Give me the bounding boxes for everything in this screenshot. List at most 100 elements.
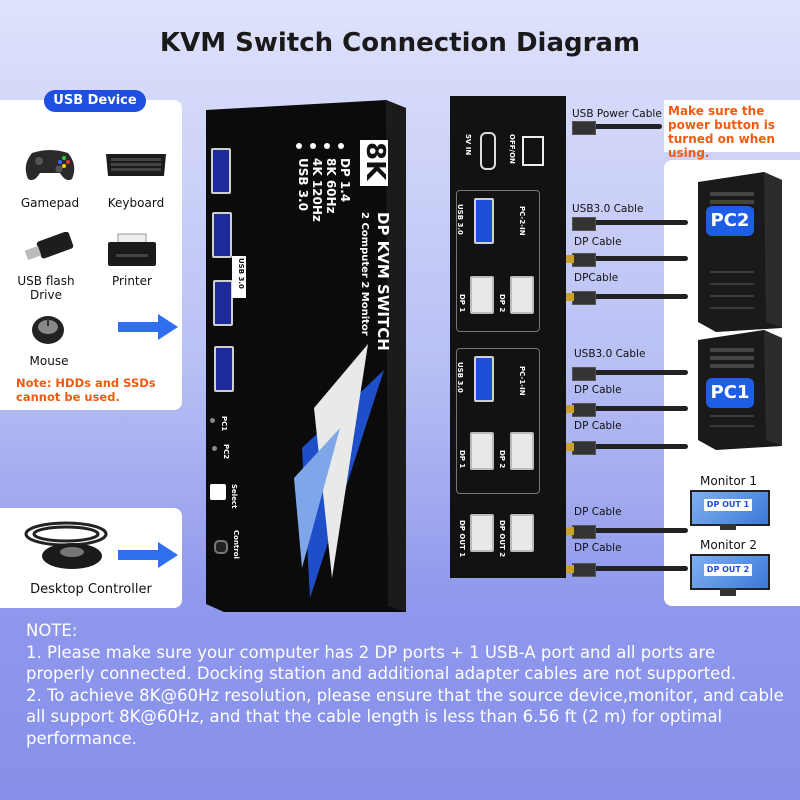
pc2-badge: PC2 xyxy=(706,206,754,236)
power-switch[interactable] xyxy=(522,136,544,166)
control-jack[interactable] xyxy=(214,540,228,554)
pc2-usb-cable xyxy=(592,220,688,225)
usb-warning-line1: Note: HDDs and SSDs xyxy=(16,376,156,390)
pc1-dp-cable-tip xyxy=(566,405,574,413)
pc2-usb-cable-label: USB3.0 Cable xyxy=(572,203,644,215)
usb-device-badge: USB Device xyxy=(44,90,146,112)
usb-flash-drive-icon xyxy=(24,232,74,261)
dp-out1-port[interactable] xyxy=(470,514,494,552)
pc1-dp1-label: DP 1 xyxy=(458,450,466,469)
pc1-usb-cable-plug xyxy=(572,367,596,381)
pc1-dp2-cable-plug xyxy=(572,441,596,455)
pc1-dp1-port[interactable] xyxy=(470,432,494,470)
monitor2-label: Monitor 2 xyxy=(700,538,758,552)
monitor2-cable xyxy=(592,566,688,571)
power-switch-label: OFF/ON xyxy=(508,134,516,164)
note-section: NOTE: 1. Please make sure your computer … xyxy=(26,620,786,749)
note-item-1: 1. Please make sure your computer has 2 … xyxy=(26,642,737,684)
spec-dot xyxy=(296,143,302,149)
monitor2-stand xyxy=(720,588,736,596)
pc2-dp2-cable-tip xyxy=(566,293,574,301)
monitor2-screen-tag xyxy=(704,564,752,576)
kvm-spec-8k60: 8K 60Hz xyxy=(324,158,338,214)
kvm-subtitle: 2 Computer 2 Monitor xyxy=(359,212,370,336)
power-cable-label: USB Power Cable xyxy=(572,108,662,120)
pc2-dp-cable xyxy=(592,256,688,261)
select-button-label: Select xyxy=(230,484,238,509)
pc2-usb-label: USB 3.0 xyxy=(456,204,464,235)
spec-dot xyxy=(310,143,316,149)
mouse-label: Mouse xyxy=(29,354,69,368)
pc2-tower-icon xyxy=(698,172,782,332)
pc2-dp-cable-label: DP Cable xyxy=(574,236,622,248)
usb30-tag-label: USB 3.0 xyxy=(237,258,245,289)
usb-warning-line2: cannot be used. xyxy=(16,390,120,404)
dp-out2-port[interactable] xyxy=(510,514,534,552)
monitor2-screen-label: DP OUT 2 xyxy=(706,565,750,574)
kvm-spec-usb30: USB 3.0 xyxy=(296,158,310,211)
select-button[interactable] xyxy=(210,484,226,500)
pc1-dp2-port[interactable] xyxy=(510,432,534,470)
pc1-port-group xyxy=(456,348,540,494)
pc2-dp2-cable-plug xyxy=(572,291,596,305)
desktop-controller-icon xyxy=(24,521,108,569)
pc2-dp2-cable xyxy=(592,294,688,299)
kvm-name: DP KVM SWITCH xyxy=(374,212,392,351)
monitor1-cable xyxy=(592,528,688,533)
page-title: KVM Switch Connection Diagram xyxy=(159,28,641,58)
pc1-usb-port[interactable] xyxy=(474,356,494,402)
gamepad-label: Gamepad xyxy=(20,196,80,210)
gamepad-icon xyxy=(25,150,75,181)
pc2-dp2-cable-label: DPCable xyxy=(574,272,619,284)
keyboard-icon xyxy=(106,154,166,176)
pc1-led xyxy=(210,418,215,423)
kvm-8k-label: 8K xyxy=(360,142,390,181)
pc2-dp2-port[interactable] xyxy=(510,276,534,314)
kvm-spec-4k120: 4K 120Hz xyxy=(310,158,324,222)
monitor1-screen-tag xyxy=(704,499,752,511)
pc2-dp-cable-plug xyxy=(572,253,596,267)
power-cable-plug xyxy=(572,121,596,135)
pc2-dp-cable-tip xyxy=(566,255,574,263)
dp-out1-label: DP OUT 1 xyxy=(458,520,466,558)
note-heading: NOTE: xyxy=(26,621,78,640)
pc2-dp1-label: DP 1 xyxy=(458,294,466,313)
pc2-port-group xyxy=(456,190,540,332)
monitor2-cable-plug xyxy=(572,563,596,577)
power-note-box xyxy=(664,100,800,152)
monitor2-cable-label: DP Cable xyxy=(574,542,622,554)
power-note: Make sure the power button is turned on … xyxy=(668,104,775,160)
pc2-led xyxy=(212,446,217,451)
usb-port-2[interactable] xyxy=(212,212,232,258)
pc2-led-label: PC2 xyxy=(222,444,230,460)
spec-dot xyxy=(338,143,344,149)
spec-dot xyxy=(324,143,330,149)
pc2-usb-port[interactable] xyxy=(474,198,494,244)
usb30-tag xyxy=(232,256,246,298)
kvm-switch-back xyxy=(450,96,566,578)
monitor1-label: Monitor 1 xyxy=(700,474,758,488)
pc1-dp2-cable-tip xyxy=(566,443,574,451)
usb-port-1[interactable] xyxy=(211,148,231,194)
printer-icon xyxy=(108,233,156,266)
monitor1-cable-plug xyxy=(572,525,596,539)
usb-port-3[interactable] xyxy=(213,280,233,326)
kvm-switch-front xyxy=(206,100,406,612)
pc1-in-label: PC-1-IN xyxy=(518,366,526,396)
pc1-dp2-cable-label: DP Cable xyxy=(574,420,622,432)
kvm-8k-badge xyxy=(360,140,388,186)
control-jack-label: Control xyxy=(232,530,240,559)
usb-flash-drive-label: USB flash Drive xyxy=(17,274,75,302)
pc2-in-label: PC-2-IN xyxy=(518,206,526,236)
arrow-right-icon xyxy=(118,314,178,340)
usb-port-4[interactable] xyxy=(214,346,234,392)
pc1-usb-cable xyxy=(592,370,688,375)
pc2-dp1-port[interactable] xyxy=(470,276,494,314)
pc1-badge: PC1 xyxy=(706,378,754,408)
pc1-dp-cable-plug xyxy=(572,403,596,417)
pc2-dp2-label: DP 2 xyxy=(498,294,506,313)
monitor1-cable-tip xyxy=(566,527,574,535)
pc1-dp2-cable xyxy=(592,444,688,449)
usb-c-port[interactable] xyxy=(480,132,496,170)
dp-out2-label: DP OUT 2 xyxy=(498,520,506,558)
